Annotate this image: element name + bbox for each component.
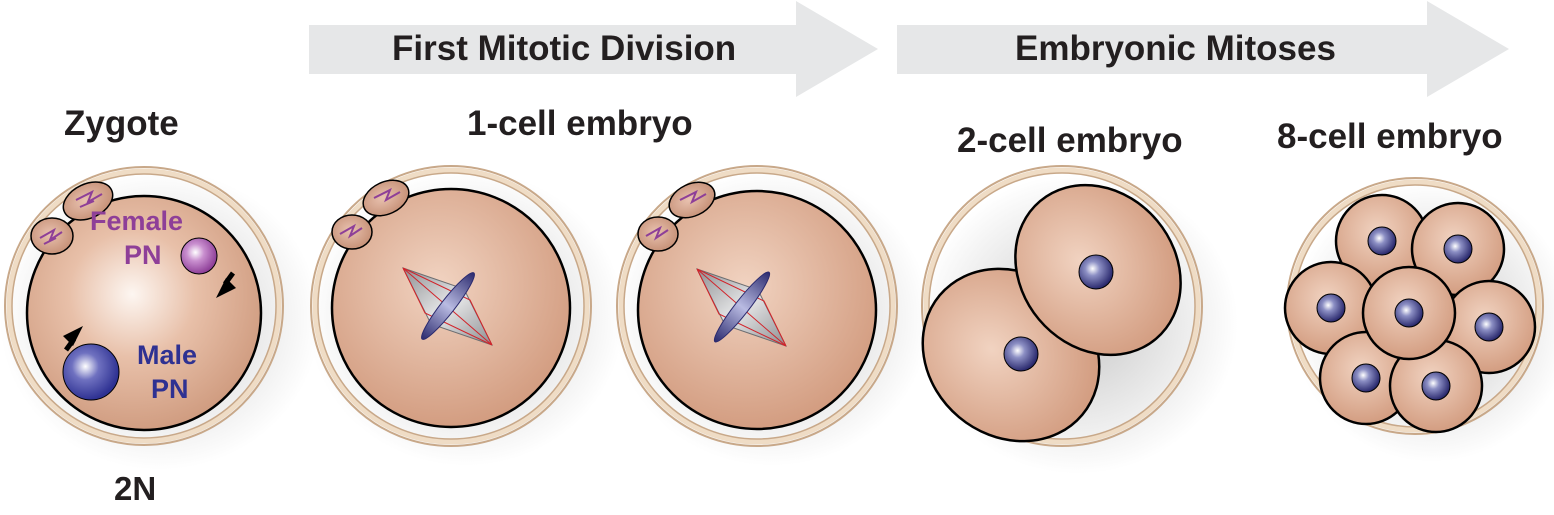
male-pn-label-2: PN [151,374,189,404]
arrow-first-mitotic-division [309,1,878,97]
nucleus [1367,226,1397,256]
nucleus [1394,298,1424,328]
arrow-label-first-mitotic-division: First Mitotic Division [392,29,737,68]
nucleus [1421,371,1451,401]
stage-label-two-cell: 2-cell embryo [957,121,1183,160]
nucleus [1078,254,1114,290]
female-pn-label-2: PN [124,240,162,270]
two-cell-embryo [918,165,1238,474]
spindle [696,268,787,347]
polar-bodies [30,181,114,255]
stage-label-eight-cell: 8-cell embryo [1277,117,1503,156]
arrow-label-embryonic-mitoses: Embryonic Mitoses [1015,29,1336,68]
one-cell-embryo-b [614,165,930,466]
stage-label-zygote: Zygote [64,104,179,143]
stage-label-one-cell: 1-cell embryo [467,104,693,143]
female-pronucleus [180,237,218,275]
spindle [402,267,493,346]
nucleus [1443,234,1473,264]
nucleus [1351,363,1381,393]
one-cell-embryo-a [308,165,624,466]
eight-cell-embryo [1283,177,1554,462]
male-pronucleus [62,343,120,401]
nucleus [1003,336,1039,372]
arrow-icon-female [216,271,236,298]
nucleus [1474,312,1504,342]
zygote-cell [0,166,320,470]
arrow-icon-male [63,326,83,352]
male-pn-label: Male [137,340,198,370]
arrow-embryonic-mitoses [897,1,1509,97]
nucleus [1316,293,1346,323]
female-pn-label: Female [90,206,184,236]
ploidy-label: 2N [114,470,157,507]
